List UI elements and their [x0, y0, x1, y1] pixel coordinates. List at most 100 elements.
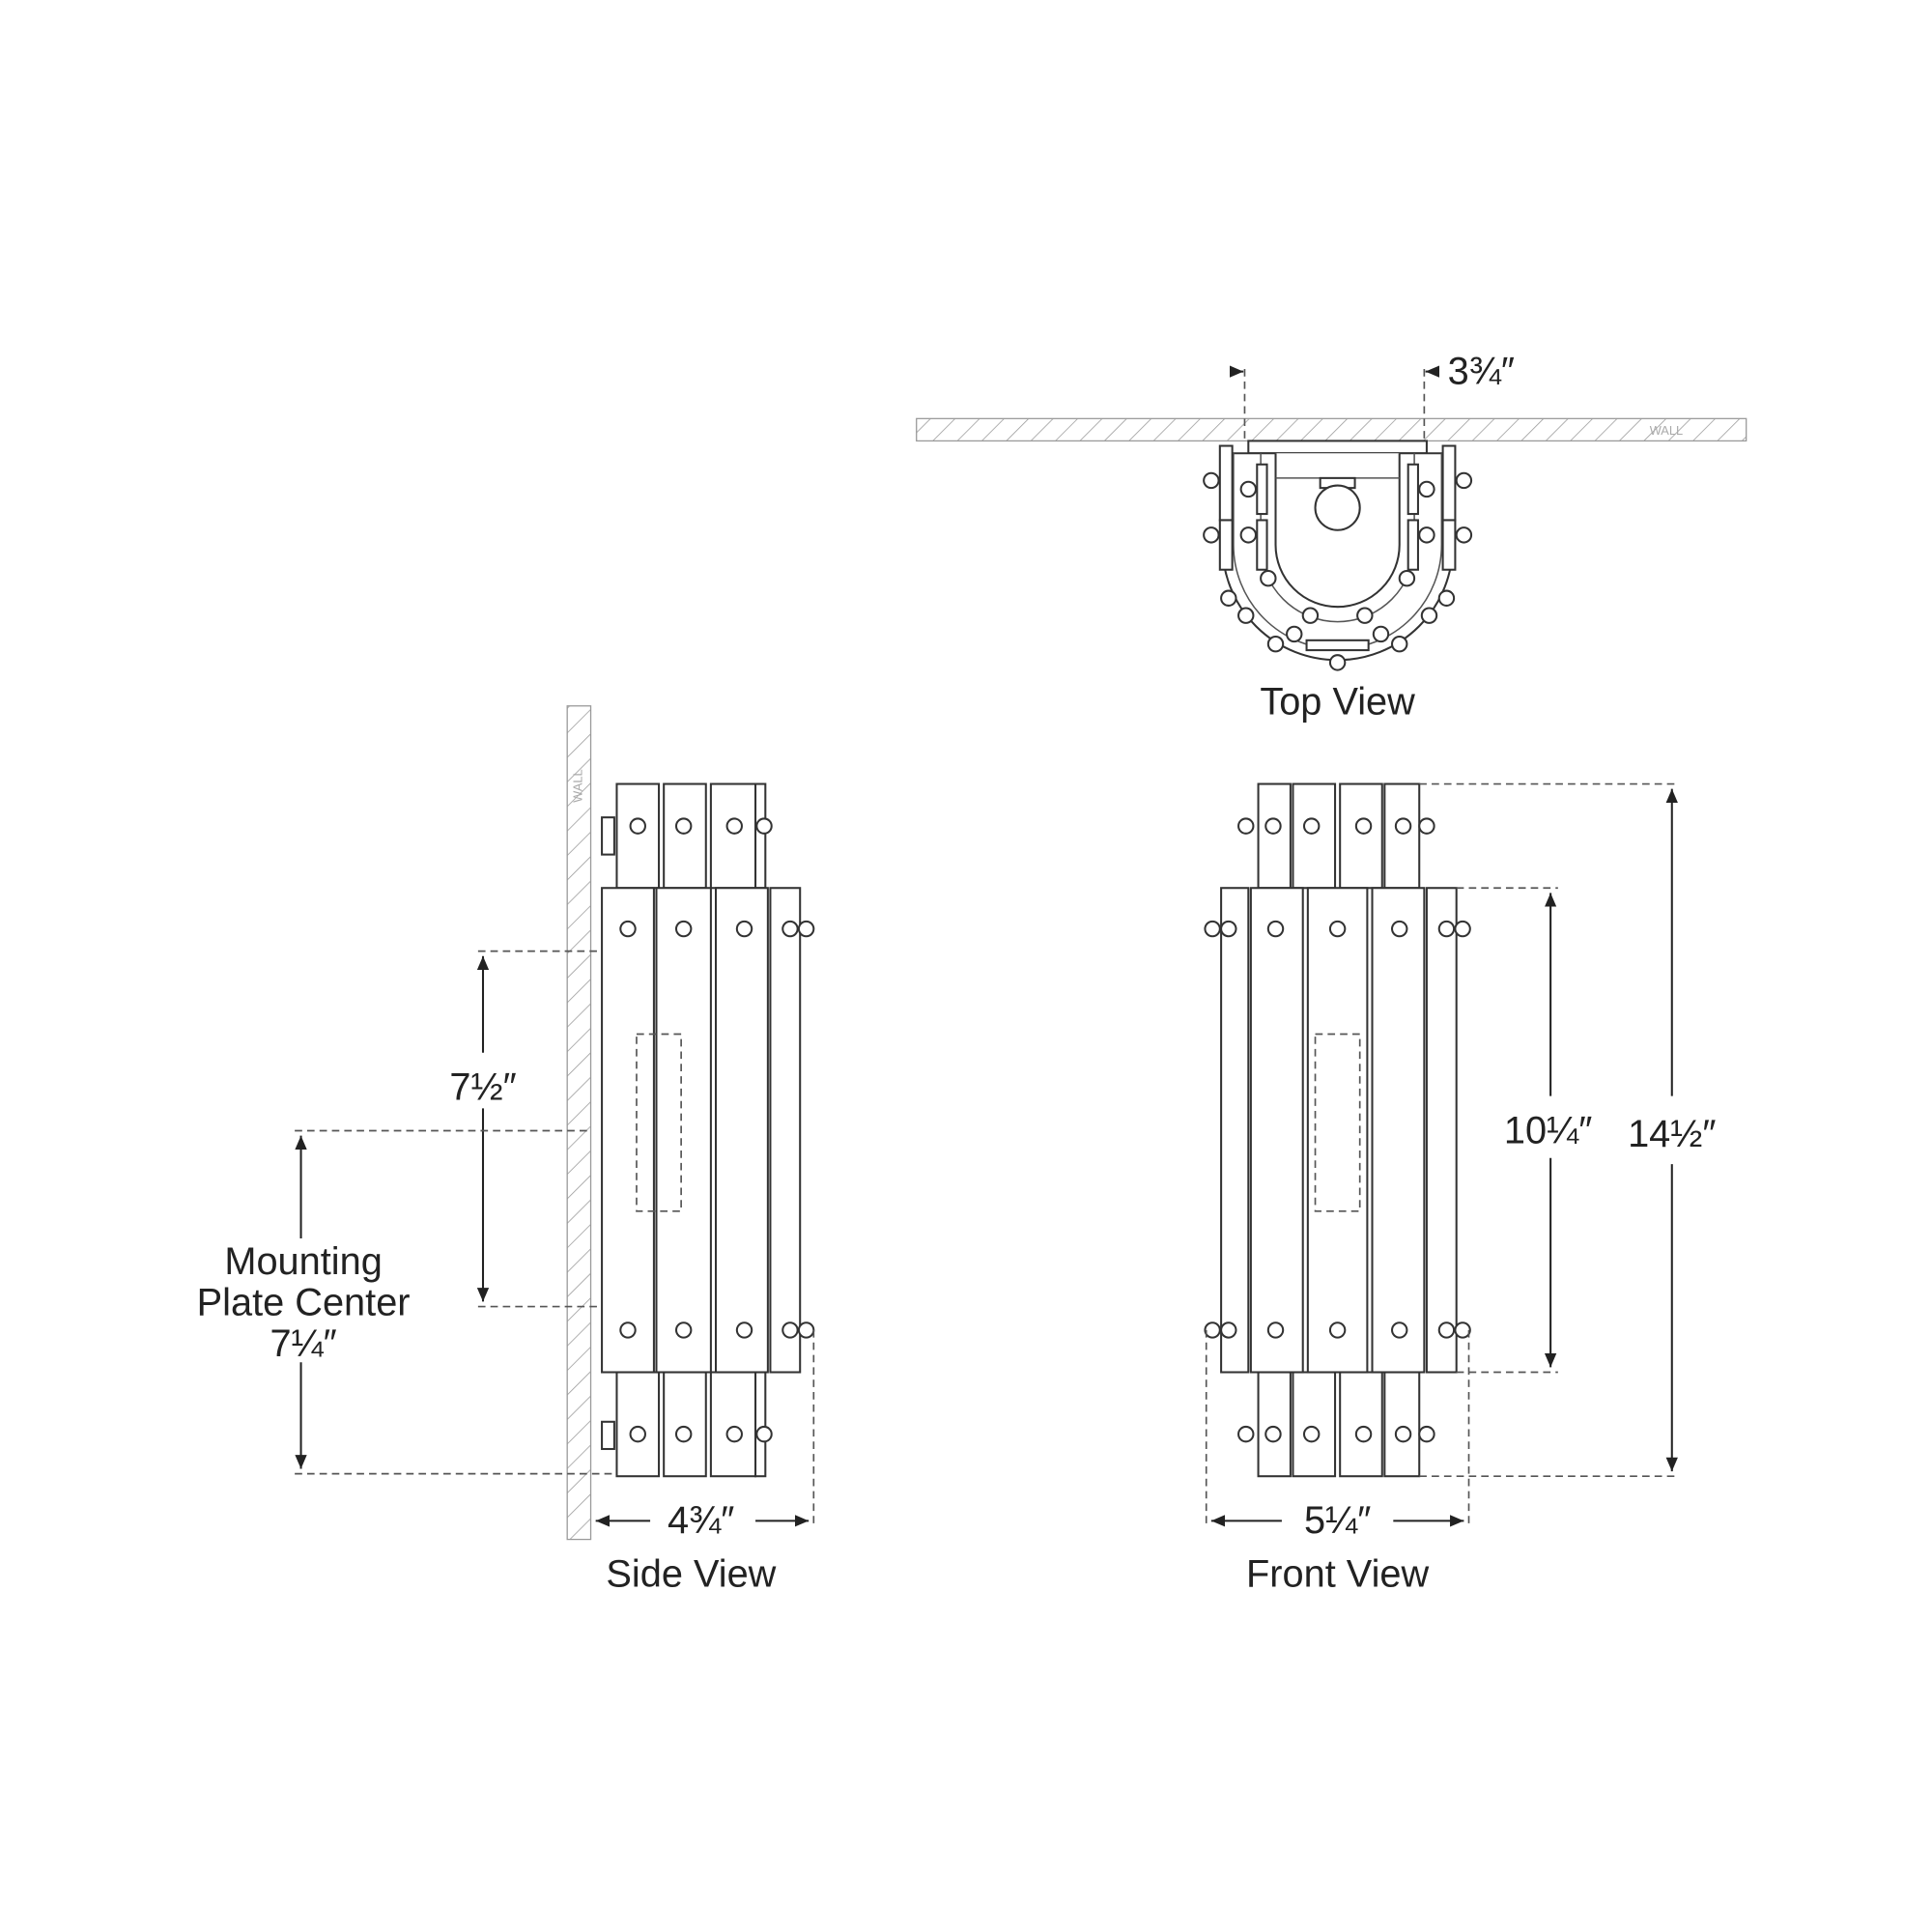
rivet-dot: [797, 1321, 815, 1339]
rivet-dot: [1391, 920, 1408, 938]
wall-label: WALL: [571, 769, 585, 802]
rivet-dot: [1454, 1321, 1471, 1339]
rivet-dot: [1418, 1425, 1435, 1443]
side-view: WALL 7½″ Mounting Plate Center 7¼″ 4¾″ S…: [197, 705, 815, 1595]
shade-panel: [1406, 463, 1419, 516]
rivet-dot: [1372, 625, 1390, 643]
rivet-dot: [1394, 1425, 1412, 1443]
rivet-dot: [1328, 1321, 1347, 1339]
shade-panel: [1256, 463, 1268, 516]
shade-panel: [1383, 1371, 1421, 1478]
rivet-dot: [1418, 480, 1435, 498]
rivet-dot: [1220, 589, 1237, 607]
wall-section: [566, 705, 592, 1541]
rivet-dot: [1455, 471, 1473, 490]
shade-panel: [601, 887, 655, 1374]
mounting-value: 7¼″: [270, 1322, 336, 1365]
rivet-dot: [1260, 570, 1277, 587]
rivet-dot: [755, 817, 773, 835]
rivet-dot: [1237, 607, 1255, 624]
rivet-dot: [1454, 920, 1471, 938]
mounting-label: Plate Center: [197, 1282, 411, 1324]
shade-panel: [1441, 444, 1457, 522]
rivet-dot: [735, 1321, 753, 1339]
rivet-dot: [1437, 1321, 1456, 1339]
rivet-dot: [797, 920, 815, 938]
shade-panel: [1425, 887, 1458, 1374]
rivet-dot: [735, 920, 753, 938]
rivet-dot: [1203, 471, 1220, 490]
rivet-dot: [1301, 607, 1320, 624]
rivet-dot: [781, 1321, 799, 1339]
shade-panel: [1256, 519, 1268, 571]
shade-panel: [1220, 887, 1250, 1374]
rivet-dot: [1354, 1425, 1373, 1443]
shade-panel: [715, 887, 769, 1374]
shade-panel: [1441, 519, 1457, 571]
rivet-dot: [1203, 526, 1220, 544]
rivet-dot: [1391, 1321, 1408, 1339]
rivet-dot: [1239, 480, 1258, 498]
shade-panel: [663, 1371, 707, 1478]
rivet-dot: [1220, 1321, 1237, 1339]
rivet-dot: [725, 817, 743, 835]
shade-panel: [1306, 887, 1369, 1374]
shade-panel: [1292, 782, 1337, 890]
rivet-dot: [755, 1425, 773, 1443]
rivet-dot: [781, 920, 799, 938]
rivet-dot: [1266, 1321, 1285, 1339]
shade-panel: [1257, 782, 1292, 890]
rivet-dot: [619, 1321, 637, 1339]
mounting-plate: [1247, 440, 1428, 455]
rivet-dot: [1437, 920, 1456, 938]
rivet-dot: [629, 817, 646, 835]
shade-panel: [1257, 1371, 1292, 1478]
rivet-dot: [629, 1425, 646, 1443]
backplate-height: 7½″: [449, 1065, 516, 1108]
shade-panel: [1339, 782, 1383, 890]
rivet-dot: [1418, 526, 1435, 544]
rivet-dot: [725, 1425, 743, 1443]
rivet-dot: [1356, 607, 1374, 624]
shade-panel: [1292, 1371, 1337, 1478]
rivet-dot: [1302, 1425, 1321, 1443]
rivet-dot: [1302, 817, 1321, 835]
shade-panel: [663, 782, 707, 890]
rivet-dot: [1391, 635, 1408, 653]
shade-panel: [709, 1371, 757, 1478]
shade-panel: [655, 887, 712, 1374]
shade-panel: [709, 782, 757, 890]
shade-panel: [754, 1371, 767, 1478]
shade-panel: [1249, 887, 1304, 1374]
rivet-dot: [619, 920, 637, 938]
rivet-dot: [1420, 607, 1438, 624]
rivet-dot: [1237, 1425, 1255, 1443]
rivet-dot: [674, 817, 693, 835]
wall-bracket: [601, 1420, 615, 1451]
shade-panel: [1339, 1371, 1383, 1478]
rivet-dot: [674, 1321, 693, 1339]
rivet-dot: [1398, 570, 1416, 587]
overall-height: 14½″: [1628, 1113, 1716, 1155]
rivet-dot: [1328, 920, 1347, 938]
rivet-dot: [1437, 589, 1456, 607]
rivet-dot: [1354, 817, 1373, 835]
shade-panel: [1218, 519, 1234, 571]
rivet-dot: [1418, 817, 1435, 835]
width-dimension: 5¼″: [1304, 1499, 1371, 1542]
shade-panel: [1406, 519, 1419, 571]
rivet-dot: [1204, 920, 1221, 938]
shade-panel: [1218, 444, 1234, 522]
rivet-dot: [1237, 817, 1255, 835]
front-view-title: Front View: [1246, 1552, 1429, 1595]
side-view-title: Side View: [606, 1552, 776, 1595]
mounting-label: Mounting: [224, 1240, 382, 1283]
rivet-dot: [674, 1425, 693, 1443]
rivet-dot: [1455, 526, 1473, 544]
rivet-dot: [1286, 625, 1303, 643]
shade-panel: [1371, 887, 1426, 1374]
rivet-dot: [1266, 635, 1285, 653]
rivet-dot: [1328, 654, 1347, 671]
top-view: WALL 3¾″ Top View: [916, 350, 1747, 724]
